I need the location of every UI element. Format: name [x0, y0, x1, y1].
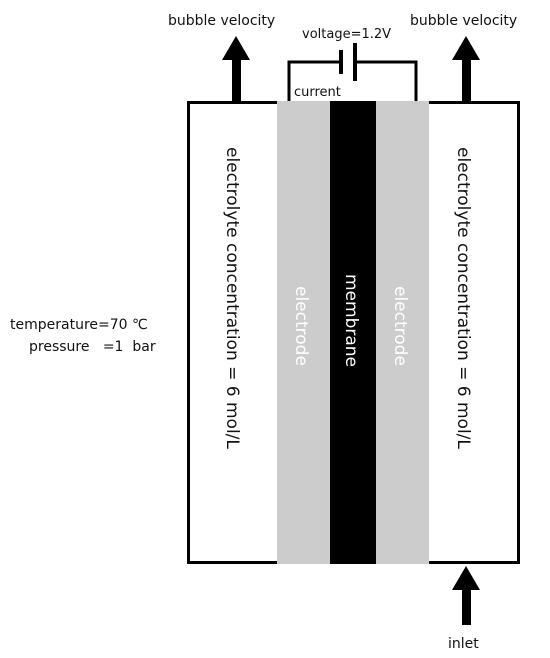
membrane-label: membrane [341, 274, 361, 367]
electrode-left [277, 101, 330, 564]
current-label: current [294, 85, 341, 100]
bubble-arrow-right [452, 36, 480, 102]
membrane [330, 101, 376, 564]
electrode-label-right: electrode [390, 286, 410, 366]
temperature-label: temperature=70 ℃ [10, 317, 148, 333]
electrolyte-label-right: electrolyte concentration = 6 mol/L [453, 147, 473, 449]
voltage-label: voltage=1.2V [302, 27, 391, 42]
inlet-arrow [452, 566, 480, 625]
bubble-velocity-label-left: bubble velocity [168, 13, 275, 29]
battery-symbol [339, 43, 357, 81]
electrode-right [376, 101, 429, 564]
pressure-label: pressure =1 bar [29, 339, 156, 355]
bubble-arrow-left [222, 36, 250, 102]
electrolyte-label-left: electrolyte concentration = 6 mol/L [222, 147, 242, 449]
inlet-label: inlet [448, 636, 479, 652]
bubble-velocity-label-right: bubble velocity [410, 13, 517, 29]
electrode-label-left: electrode [291, 286, 311, 366]
circuit-wire [287, 60, 418, 102]
